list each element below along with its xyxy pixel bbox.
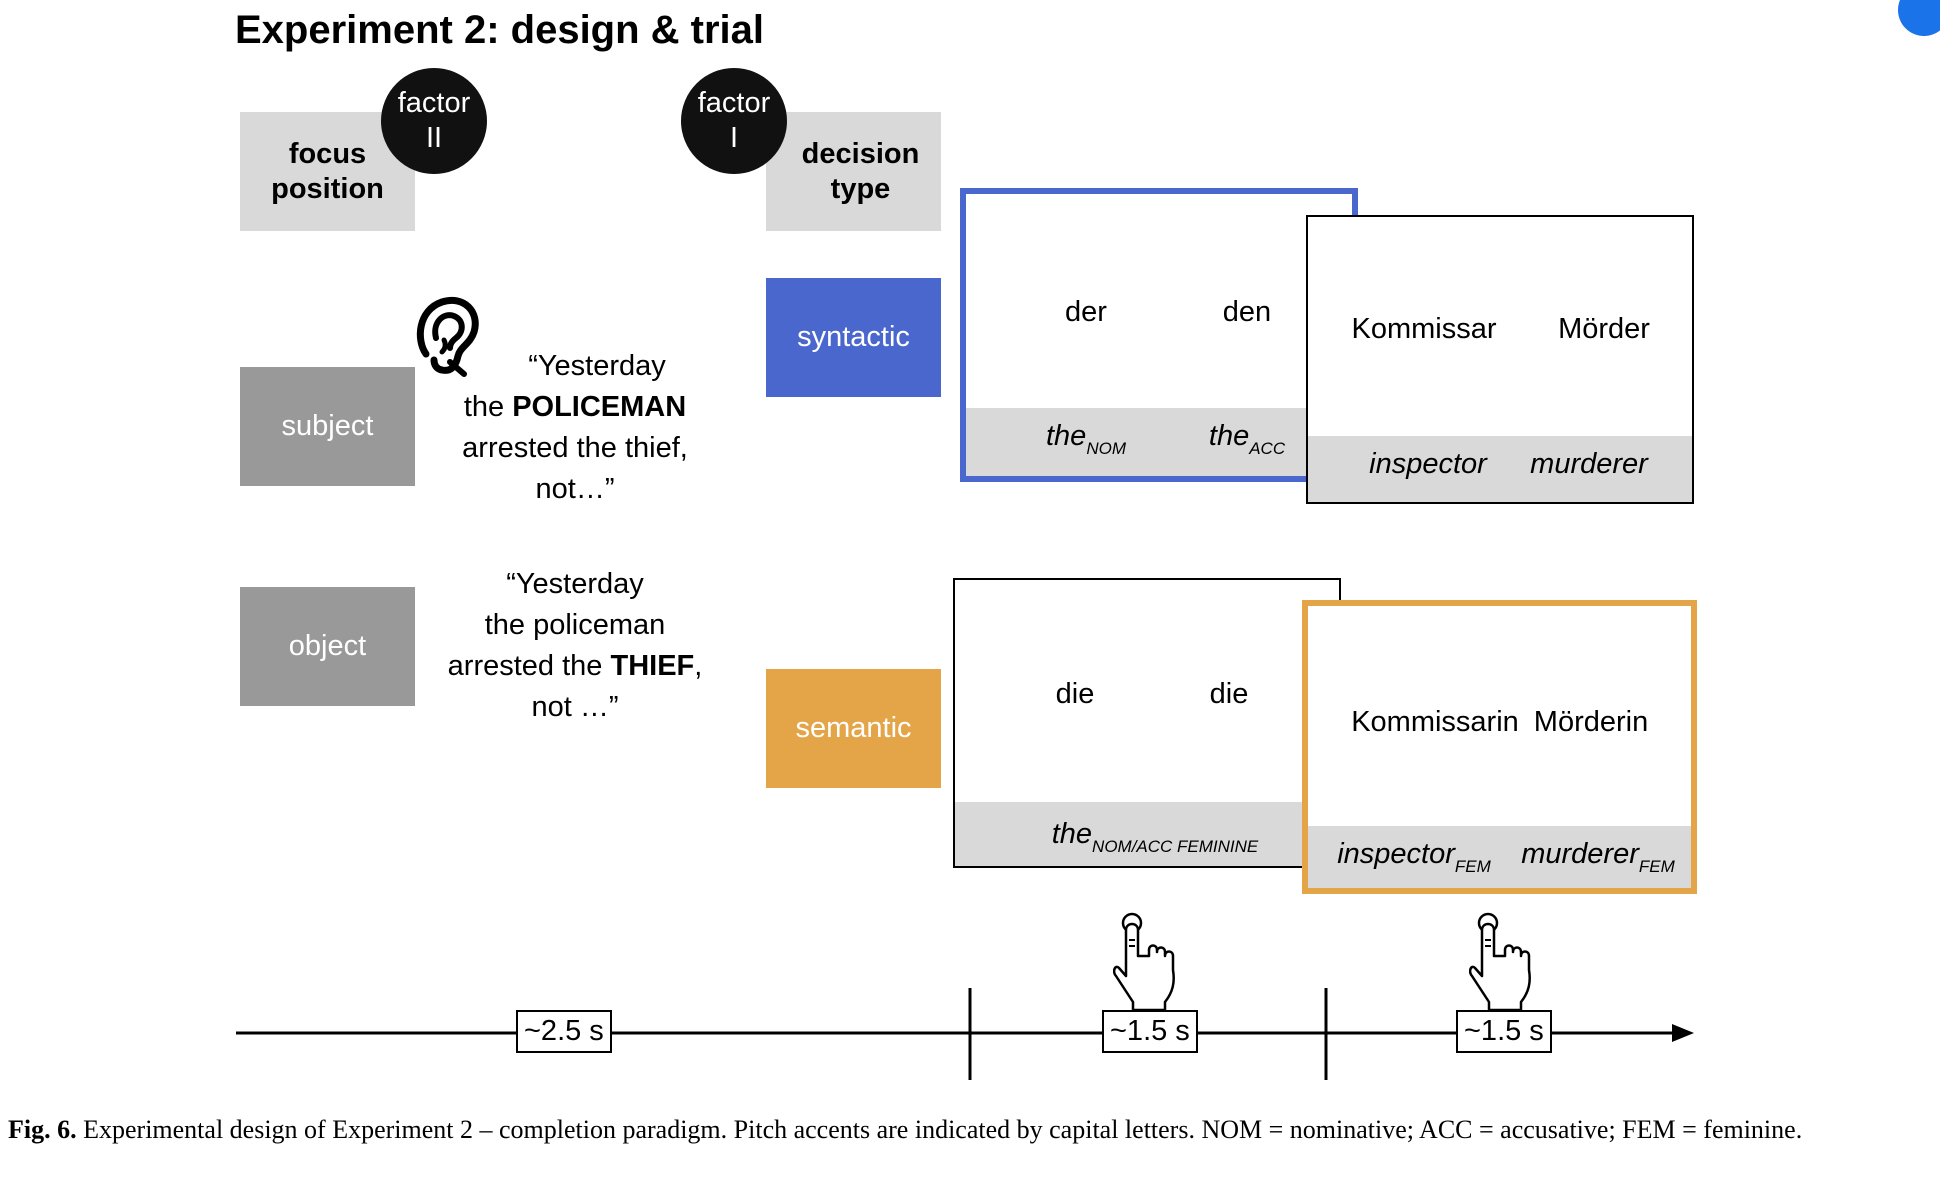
factor-ii-badge: factor II <box>381 68 487 174</box>
focus-level-subject: subject <box>240 367 415 486</box>
card-semantic-nouns: Kommissarin Mörderin inspectorFEM murder… <box>1302 600 1697 894</box>
card-gloss: murdererFEM <box>1521 838 1675 877</box>
card-gloss-band: theNOM theACC <box>966 408 1352 476</box>
duration-listen: ~2.5 s <box>516 1010 612 1053</box>
card-gloss: inspectorFEM <box>1337 838 1491 877</box>
sentence-subject-line1: “Yesterday <box>528 350 666 382</box>
gloss-subscript: NOM/ACC FEMININE <box>1092 837 1259 856</box>
sentence-subject-line4: not…” <box>535 473 615 505</box>
sentence-subject-accent: POLICEMAN <box>512 391 687 423</box>
card-word: der <box>1065 296 1107 328</box>
card-syntactic-nouns: Kommissar Mörder inspector murderer <box>1306 215 1694 504</box>
sentence-subject-focus: “Yesterday the POLICEMAN arrested the th… <box>445 346 705 510</box>
card-gloss-band: inspector murderer <box>1308 436 1692 502</box>
card-gloss: theNOM <box>1046 420 1126 459</box>
decision-level-semantic: semantic <box>766 669 941 788</box>
focus-position-header-line2: position <box>271 172 384 205</box>
sentence-object-line3: arrested the THIEF, <box>440 646 710 687</box>
card-syntactic-articles: der den theNOM theACC <box>960 188 1358 482</box>
decision-level-syntactic: syntactic <box>766 278 941 397</box>
decision-type-header-line1: decision <box>801 137 920 170</box>
factor-i-badge: factor I <box>681 68 787 174</box>
sentence-object-line2: the policeman <box>484 609 666 641</box>
gloss-base: the <box>1046 420 1087 452</box>
sentence-object-line1: “Yesterday <box>506 568 644 600</box>
finger-press-icon <box>1469 912 1531 1012</box>
gloss-base: murderer <box>1521 838 1639 870</box>
card-word: Mörder <box>1558 313 1650 345</box>
sentence-object-line4: not …” <box>531 691 619 723</box>
figure-title: Experiment 2: design & trial <box>235 8 765 52</box>
card-gloss: inspector <box>1369 448 1487 480</box>
factor-ii-label: factor <box>397 87 471 119</box>
duration-second-decision: ~1.5 s <box>1456 1010 1552 1053</box>
card-word: Mörderin <box>1533 706 1649 738</box>
gloss-base: the <box>1051 818 1093 850</box>
card-word: den <box>1222 296 1272 328</box>
card-gloss: theACC <box>1209 420 1285 459</box>
focus-position-header-line1: focus <box>288 137 367 170</box>
card-word: die <box>1055 678 1095 710</box>
factor-ii-numeral: II <box>425 122 443 154</box>
corner-badge-icon[interactable] <box>1898 0 1940 36</box>
factor-i-numeral: I <box>729 122 739 154</box>
gloss-subscript: FEM <box>1454 857 1491 876</box>
sentence-subject-line2-pre: the <box>463 391 513 423</box>
gloss-base: inspector <box>1337 838 1455 870</box>
gloss-subscript: NOM <box>1086 439 1126 458</box>
caption-label: Fig. 6. <box>8 1115 77 1144</box>
card-word: die <box>1209 678 1249 710</box>
card-gloss-band: theNOM/ACC FEMININE <box>955 802 1339 866</box>
finger-press-icon <box>1113 912 1175 1012</box>
focus-level-object: object <box>240 587 415 706</box>
card-word: Kommissarin <box>1351 706 1519 738</box>
decision-type-header-line2: type <box>830 172 891 205</box>
sentence-subject-line2: the POLICEMAN <box>445 387 705 428</box>
card-gloss: theNOM/ACC FEMININE <box>1052 818 1259 857</box>
timeline-axis <box>236 988 1694 1080</box>
sentence-object-line3-pre: arrested the <box>447 650 611 682</box>
card-semantic-articles: die die theNOM/ACC FEMININE <box>953 578 1341 868</box>
card-gloss-band: inspectorFEM murdererFEM <box>1308 826 1691 888</box>
card-gloss: murderer <box>1530 448 1648 480</box>
caption-text: Experimental design of Experiment 2 – co… <box>76 1115 1803 1144</box>
gloss-base: the <box>1208 420 1250 452</box>
sentence-subject-line3: arrested the thief, <box>462 432 688 464</box>
sentence-object-line3-post: , <box>694 650 703 682</box>
decision-type-header: decision type <box>766 112 941 231</box>
gloss-subscript: ACC <box>1249 439 1286 458</box>
ear-icon <box>416 297 479 377</box>
factor-i-label: factor <box>697 87 771 119</box>
card-word: Kommissar <box>1351 313 1497 345</box>
figure-caption: Fig. 6. Experimental design of Experimen… <box>8 1112 1933 1147</box>
sentence-object-focus: “Yesterday the policeman arrested the TH… <box>440 564 710 728</box>
gloss-subscript: FEM <box>1638 857 1675 876</box>
duration-first-decision: ~1.5 s <box>1102 1010 1198 1053</box>
sentence-object-accent: THIEF <box>610 650 695 682</box>
